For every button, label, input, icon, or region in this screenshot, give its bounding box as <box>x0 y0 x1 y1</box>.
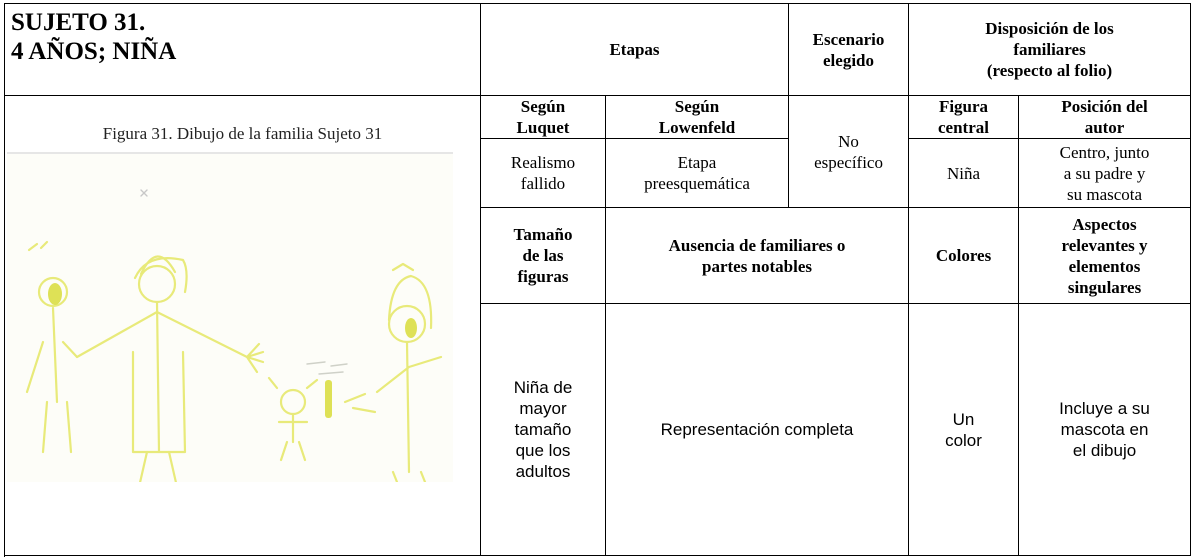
colores-header: Colores <box>908 207 1020 304</box>
subject-title: SUJETO 31. <box>11 9 146 36</box>
father-body <box>25 306 79 454</box>
header-row: SUJETO 31. 4 AÑOS; NIÑA Etapas Escenario… <box>4 3 1192 96</box>
etapas-header: Etapas <box>479 3 790 96</box>
pet-scribbles <box>343 392 377 414</box>
subject-title-cell: SUJETO 31. 4 AÑOS; NIÑA <box>4 3 481 96</box>
family-drawing-image <box>7 152 453 482</box>
name-mark <box>140 189 148 197</box>
pet-label-marks <box>306 361 348 375</box>
tamano-header: Tamaño de las figuras <box>480 207 606 304</box>
values-row-2: Niña de mayor tamaño que los adultos Rep… <box>5 303 1192 556</box>
girl-body <box>155 300 161 454</box>
aspectos-value: Incluye a su mascota en el dibujo <box>1018 303 1192 556</box>
colores-value: Un color <box>908 303 1020 556</box>
girl-dress <box>131 350 187 454</box>
subheader-row-2: Tamaño de las figuras Ausencia de famili… <box>5 207 1192 304</box>
pet-body <box>267 376 319 462</box>
escenario-value: No específico <box>788 95 910 208</box>
father-label-marks <box>27 240 49 252</box>
girl-left-arm <box>75 310 159 359</box>
figure-cell: Figura 31. Dibujo de la familia Sujeto 3… <box>4 95 481 556</box>
tamano-value: Niña de mayor tamaño que los adultos <box>480 303 606 556</box>
ausencia-value: Representación completa <box>604 303 910 556</box>
girl-hair-outline <box>133 257 188 294</box>
crayon-fills <box>48 283 417 418</box>
girl-hair <box>139 255 177 276</box>
figure-caption: Figura 31. Dibujo de la familia Sujeto 3… <box>102 124 383 143</box>
subject-table: SUJETO 31. 4 AÑOS; NIÑA Etapas Escenario… <box>4 3 1192 556</box>
ausencia-header: Ausencia de familiares o partes notables <box>604 207 910 304</box>
girl-right-hand <box>245 342 265 374</box>
aspectos-header: Aspectos relevantes y elementos singular… <box>1018 207 1192 304</box>
girl-right-arm <box>155 310 249 359</box>
escenario-header: Escenario elegido <box>788 3 910 96</box>
father-head <box>37 276 69 308</box>
father-face-fill <box>48 283 62 305</box>
mother-face-fill <box>405 318 417 338</box>
figura-central-header: Figura central <box>908 95 1020 139</box>
girl-legs <box>139 450 177 482</box>
drawing-paper <box>7 152 453 482</box>
subheader-row: Figura 31. Dibujo de la familia Sujeto 3… <box>4 95 1192 556</box>
crayon-strokes <box>25 189 443 482</box>
lowenfeld-value: Etapa preesquemática <box>604 138 790 208</box>
pet-fill <box>325 380 332 418</box>
posicion-autor-value: Centro, junto a su padre y su mascota <box>1018 138 1192 208</box>
posicion-autor-header: Posición del autor <box>1018 95 1192 139</box>
luquet-header: Según Luquet <box>480 95 606 139</box>
subject-age-sex: 4 AÑOS; NIÑA <box>11 38 177 65</box>
figura-central-value: Niña <box>908 138 1020 208</box>
luquet-value: Realismo fallido <box>480 138 606 208</box>
mother-label-marks <box>391 262 415 272</box>
lowenfeld-header: Según Lowenfeld <box>604 95 790 139</box>
drawing-top-edge <box>7 152 453 154</box>
mother-hair <box>387 274 433 330</box>
mother-body <box>375 340 443 482</box>
disposicion-header: Disposición de los familiares (respecto … <box>908 3 1192 96</box>
